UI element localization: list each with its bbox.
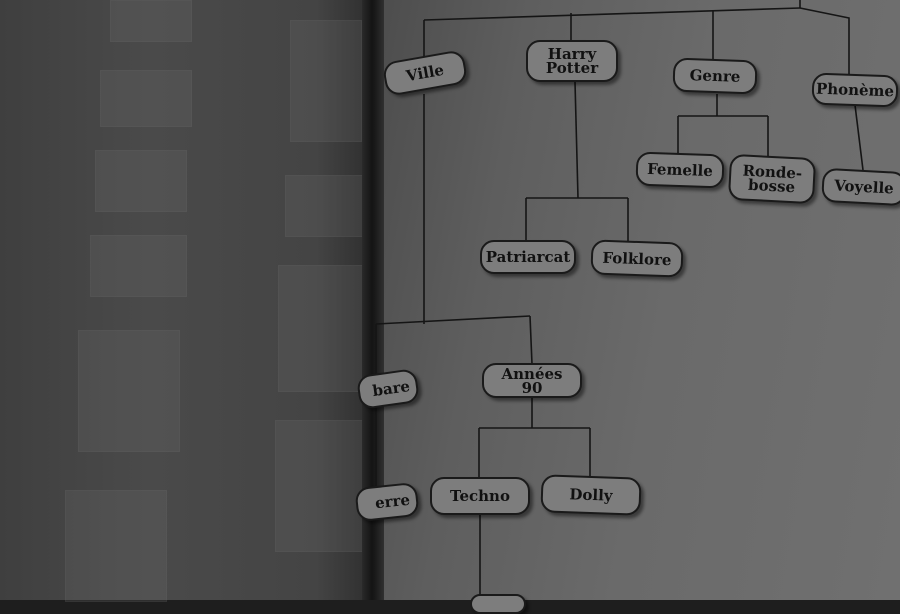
book-gutter (362, 0, 384, 600)
node-folklore: Folklore (590, 239, 684, 278)
node-patriarcat: Patriarcat (480, 240, 576, 274)
node-harry-potter: Harry Potter (526, 40, 618, 82)
faded-image (275, 420, 367, 552)
faded-image (110, 0, 192, 42)
node-techno: Techno (430, 477, 530, 515)
faded-image (290, 20, 362, 142)
faded-image (78, 330, 180, 452)
node-femelle: Femelle (635, 151, 725, 189)
left-page (0, 0, 372, 602)
faded-image (285, 175, 367, 237)
tree-connectors (0, 0, 900, 600)
node-annees-90: Années 90 (482, 363, 582, 398)
node-voyelle: Voyelle (821, 167, 900, 207)
node-ronde-bosse: Ronde- bosse (727, 153, 817, 205)
node-offpage (470, 594, 526, 614)
node-dolly: Dolly (540, 474, 642, 516)
faded-image (100, 70, 192, 127)
faded-image (90, 235, 187, 297)
node-genre: Genre (672, 57, 758, 95)
node-phoneme: Phonème (811, 72, 899, 108)
faded-image (95, 150, 187, 212)
